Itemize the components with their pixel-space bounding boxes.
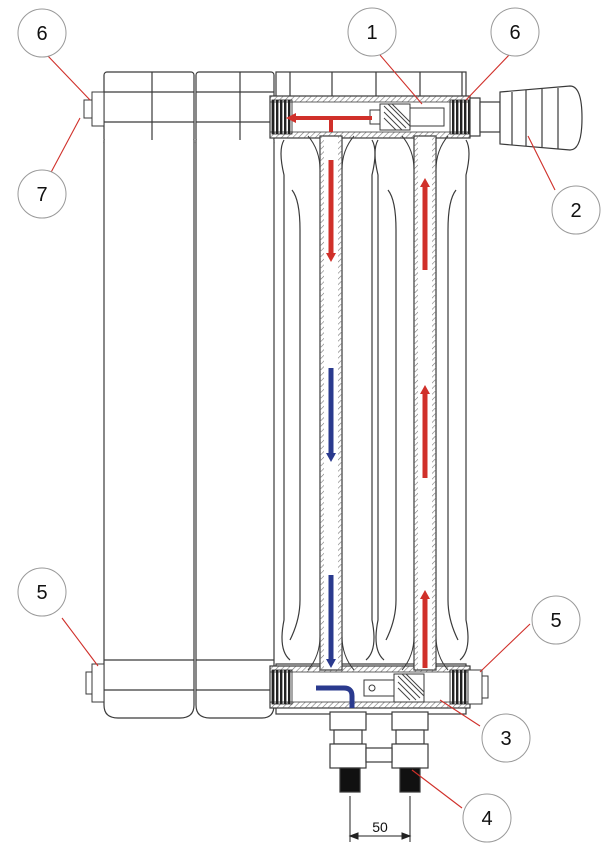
cutaway-sections bbox=[275, 71, 470, 715]
thermostatic-head bbox=[469, 85, 583, 151]
svg-text:5: 5 bbox=[36, 582, 47, 604]
callout-7: 7 bbox=[17, 169, 67, 219]
hot-arrow-up-1 bbox=[420, 178, 430, 270]
plug-bottom-right bbox=[467, 669, 489, 705]
plug-bottom-left bbox=[85, 663, 105, 703]
svg-text:6: 6 bbox=[509, 22, 520, 44]
radiator-section-2 bbox=[195, 71, 275, 719]
hot-flow-arrows bbox=[286, 113, 430, 668]
svg-text:1: 1 bbox=[366, 22, 377, 44]
callout-3: 3 bbox=[481, 713, 531, 763]
hot-arrow-up-3 bbox=[420, 590, 430, 668]
radiator-section-1 bbox=[103, 71, 195, 719]
center-distance-dimension bbox=[348, 796, 412, 842]
hot-arrow-down-left bbox=[326, 160, 336, 262]
cold-arrow-bottom-hook bbox=[316, 685, 355, 708]
callout-5-left: 5 bbox=[17, 567, 67, 617]
hot-arrow-up-2 bbox=[420, 385, 430, 478]
cold-flow-arrows bbox=[316, 368, 355, 708]
cold-arrow-down-2 bbox=[326, 575, 336, 668]
bottom-connection-fittings bbox=[329, 711, 429, 793]
svg-text:3: 3 bbox=[500, 728, 511, 750]
svg-text:4: 4 bbox=[481, 808, 492, 830]
thermostatic-valve-insert bbox=[369, 103, 445, 131]
hot-arrow-top-horizontal bbox=[286, 113, 372, 132]
callout-5-right: 5 bbox=[531, 595, 581, 645]
bottom-valve-insert bbox=[363, 673, 425, 703]
callout-4: 4 bbox=[462, 793, 512, 843]
svg-text:5: 5 bbox=[550, 610, 561, 632]
plug-top-left bbox=[83, 91, 105, 127]
cold-arrow-down-1 bbox=[326, 368, 336, 462]
callout-6-left: 6 bbox=[17, 8, 67, 58]
svg-text:7: 7 bbox=[36, 184, 47, 206]
dimension-value: 50 bbox=[372, 819, 388, 835]
callout-leaders bbox=[46, 53, 556, 809]
svg-text:2: 2 bbox=[570, 200, 581, 222]
callout-6-right: 6 bbox=[490, 7, 540, 57]
svg-text:6: 6 bbox=[36, 23, 47, 45]
callout-2: 2 bbox=[551, 185, 601, 235]
callout-1: 1 bbox=[347, 7, 397, 57]
